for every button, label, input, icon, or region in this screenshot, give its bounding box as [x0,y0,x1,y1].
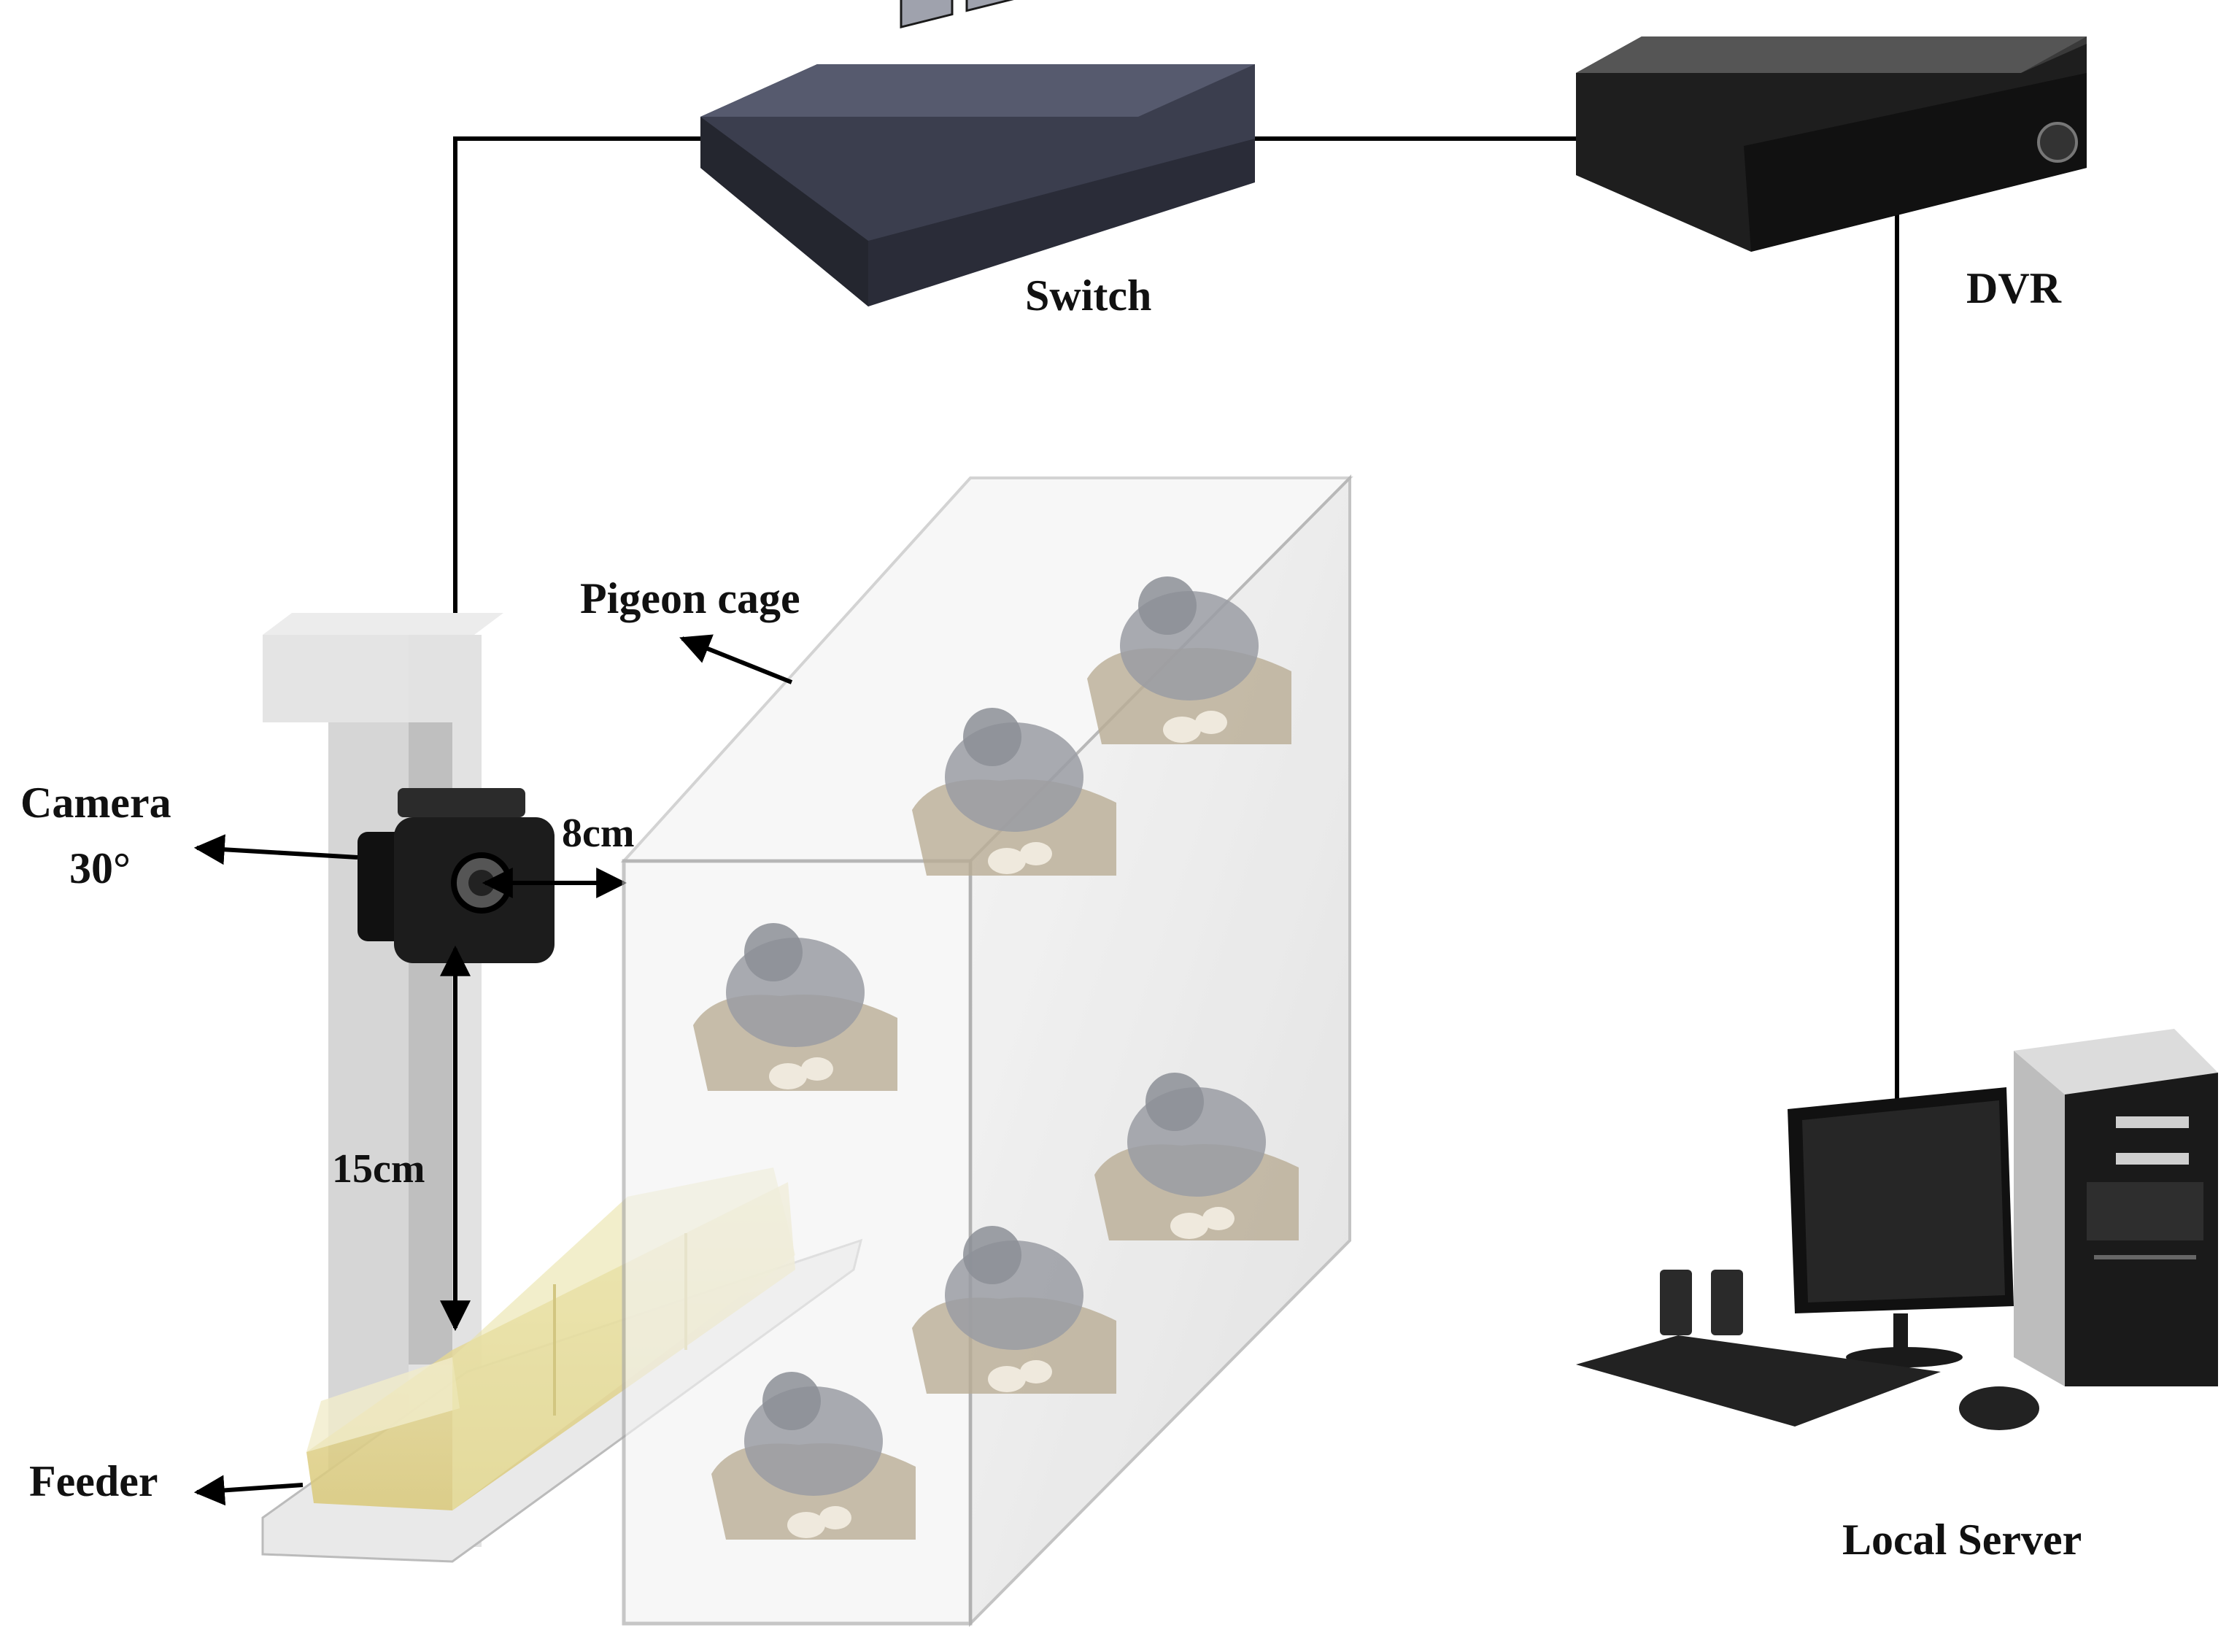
network-cables [453,136,1899,1102]
pigeon-icon [1087,576,1291,744]
feeder-label: Feeder [29,1457,158,1505]
mouse-icon [1959,1386,2039,1430]
pigeon-icon [1094,1073,1299,1240]
camera-label: Camera [20,779,171,827]
server-tower [2014,1029,2218,1386]
pigeon-icon [693,923,897,1091]
dvr-label: DVR [1966,264,2062,312]
server-monitor [1788,1087,2014,1367]
keyboard-icon [1576,1335,1941,1427]
pigeon-cage-label: Pigeon cage [580,574,800,622]
switch-label: Switch [1025,271,1151,320]
switch-ports [900,0,1019,28]
pigeon-icon [912,708,1116,876]
local-server [1576,1029,2218,1430]
feeder-arrow [193,1475,304,1506]
pigeon-icon [711,1372,916,1540]
pigeon-cage-arrow [679,634,793,684]
horizontal-distance-label: 8cm [562,811,635,856]
pigeon-icon [912,1226,1116,1394]
switch-device [700,0,1255,306]
camera-to-switch-cable [453,136,700,788]
pigeon-nests [693,576,1299,1540]
local-server-label: Local Server [1842,1516,2082,1564]
camera-arrow [193,834,358,865]
dvr-device [1576,36,2087,252]
camera-angle-label: 30° [69,844,131,892]
vertical-distance-label: 15cm [332,1146,425,1192]
